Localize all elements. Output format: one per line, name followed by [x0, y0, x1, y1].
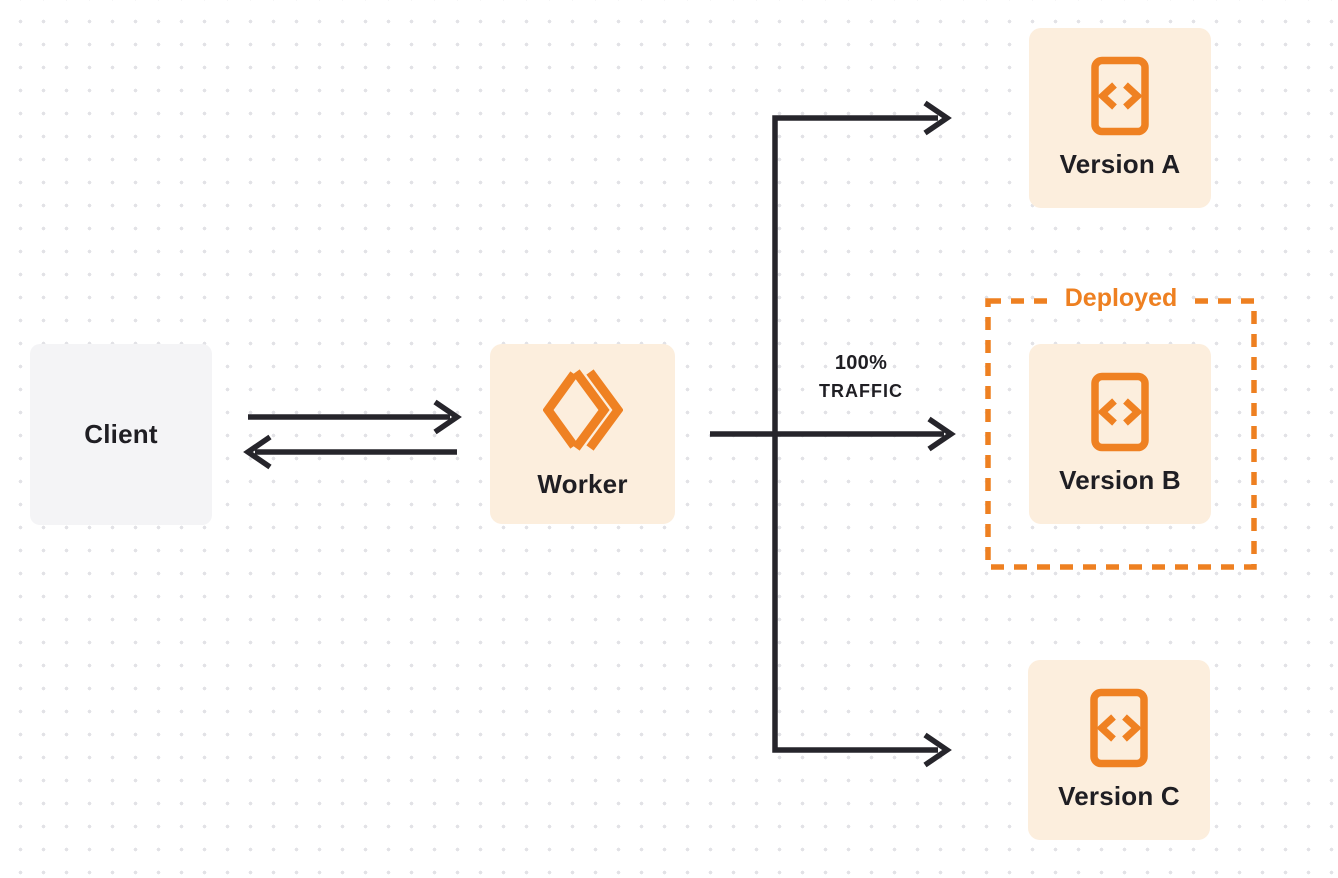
cloudflare-workers-logo-icon	[542, 368, 623, 452]
node-version-c: Version C	[1028, 660, 1210, 840]
version-a-label: Version A	[1059, 149, 1181, 179]
code-file-icon	[1089, 688, 1149, 768]
traffic-word: TRAFFIC	[819, 381, 903, 401]
client-to-worker-arrow	[248, 399, 462, 435]
version-b-label: Version B	[1059, 465, 1181, 495]
version-c-arrowhead	[923, 732, 952, 768]
worker-to-client-arrow	[243, 434, 457, 470]
traffic-percent: 100%	[834, 352, 888, 374]
version-branch-lines	[772, 100, 952, 768]
code-file-icon	[1090, 56, 1150, 136]
worker-to-version-b-arrow	[710, 416, 956, 452]
code-file-icon	[1090, 372, 1150, 452]
node-version-b: Version B	[1029, 344, 1211, 524]
version-c-label: Version C	[1058, 781, 1180, 811]
traffic-label: 100% TRAFFIC	[795, 350, 927, 406]
worker-label: Worker	[537, 469, 628, 499]
deployed-dashed-border	[985, 298, 1257, 570]
deployed-label: Deployed	[1051, 282, 1191, 314]
node-client: Client	[30, 344, 212, 525]
version-a-arrowhead	[923, 100, 952, 136]
client-label: Client	[84, 419, 158, 449]
node-version-a: Version A	[1029, 28, 1211, 208]
deployed-container: Deployed	[985, 282, 1257, 570]
node-worker: Worker	[490, 344, 675, 524]
